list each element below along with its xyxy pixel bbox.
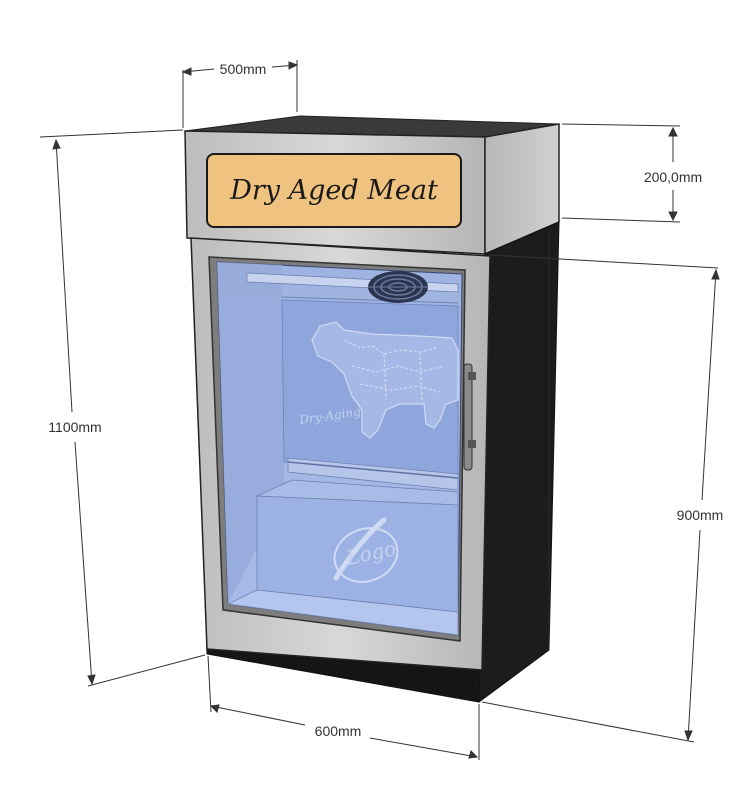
cabinet-height-label: 900mm xyxy=(677,507,724,523)
fan-icon xyxy=(368,271,428,303)
sign-text: Dry Aged Meat xyxy=(229,175,438,206)
dimension-labels: 500mm 200,0mm 1100mm 900mm 600mm xyxy=(48,61,723,739)
interior-floor xyxy=(226,589,459,636)
depth-label: 500mm xyxy=(220,61,267,77)
total-height-label: 1100mm xyxy=(48,419,101,435)
handle-icon xyxy=(463,363,476,471)
width-label: 600mm xyxy=(315,723,362,739)
door: Dry-Aging Logo xyxy=(190,237,491,671)
cow-icon: Dry-Aging xyxy=(297,321,459,439)
header-height-label: 200,0mm xyxy=(644,169,702,185)
sign-plate: Dry Aged Meat xyxy=(206,153,462,228)
dimension-lines xyxy=(39,60,720,760)
cabinet-side-face xyxy=(478,221,560,704)
